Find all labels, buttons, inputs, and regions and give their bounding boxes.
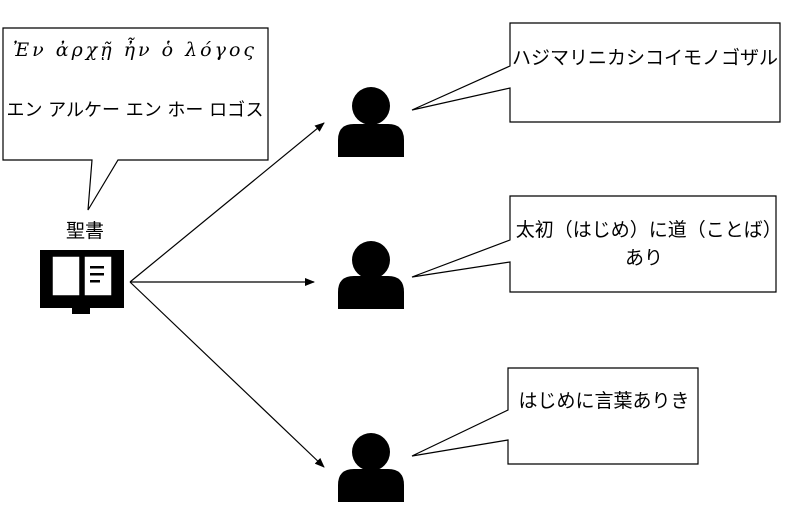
person-icon [338, 433, 404, 502]
speech-bubble-original [2, 27, 269, 211]
person-icon [338, 241, 404, 309]
speech-bubble-1 [411, 22, 781, 123]
speech-bubble-3 [411, 367, 699, 465]
arrow-to-speaker-3 [129, 281, 325, 468]
speech-text-3: はじめに言葉ありき [518, 390, 690, 412]
greek-text: Ἐν ἀρχῇ ἦν ὁ λόγος [12, 39, 258, 61]
speech-text-2: 太初（はじめ）に道（ことば）あり [515, 219, 773, 269]
greek-reading-text: エン アルケー エン ホー ロゴス [6, 100, 264, 121]
person-icon [338, 87, 404, 157]
arrow-to-speaker-1 [129, 122, 325, 283]
book-label: 聖書 [65, 220, 104, 242]
speech-text-1: ハジマリニカシコイモノゴザル [512, 47, 779, 69]
speech-bubble-2 [411, 195, 777, 293]
book-icon [40, 250, 124, 314]
